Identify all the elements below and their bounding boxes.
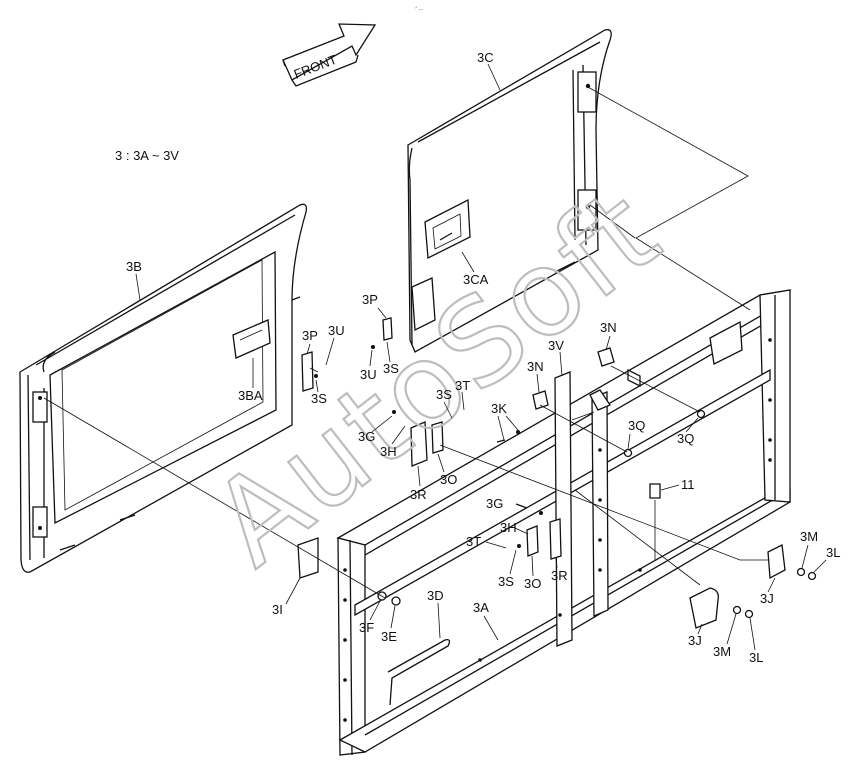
- bracket-3J-lower: [689, 587, 719, 629]
- hinge-hardware: [301, 317, 562, 560]
- label-3F: 3F: [359, 620, 374, 635]
- label-3A: 3A: [473, 600, 489, 615]
- label-3S-upper: 3S: [383, 361, 399, 376]
- label-3M-upper: 3M: [800, 529, 818, 544]
- label-3Q-upper: 3Q: [677, 431, 694, 446]
- bracket-3J-upper: [767, 544, 786, 580]
- label-3G-lower: 3G: [486, 496, 503, 511]
- label-3R-upper: 3R: [410, 487, 427, 502]
- leader-lines: [43, 85, 769, 599]
- label-3D: 3D: [427, 588, 444, 603]
- front-arrow: FRONT: [282, 23, 377, 87]
- top-mark: ⸍ ...: [415, 6, 423, 12]
- label-3CA: 3CA: [463, 272, 489, 287]
- label-3S-mid: 3S: [436, 387, 452, 402]
- label-3H-upper: 3H: [380, 444, 397, 459]
- label-3M-lower: 3M: [713, 644, 731, 659]
- frame-3A: [336, 289, 791, 756]
- label-3K: 3K: [491, 401, 507, 416]
- washer-3M-lower: [732, 605, 742, 615]
- label-3B: 3B: [126, 259, 142, 274]
- label-3J-lower: 3J: [688, 633, 702, 648]
- label-3H-lower: 3H: [500, 520, 517, 535]
- nut-3Q-upper: [696, 409, 706, 419]
- label-11: 11: [681, 477, 695, 492]
- bumper-3N-lower: [532, 390, 549, 410]
- label-3L-upper: 3L: [826, 545, 840, 560]
- label-3U-right: 3U: [328, 323, 345, 338]
- nut-3L-lower: [744, 609, 754, 619]
- label-3S-lower: 3S: [498, 574, 514, 589]
- rod-3D: [387, 638, 451, 706]
- label-3P-upper: 3P: [362, 292, 378, 307]
- label-3T-upper: 3T: [455, 378, 470, 393]
- label-3R-lower: 3R: [551, 568, 568, 583]
- nut-3L-upper: [807, 571, 817, 581]
- bumper-3N-upper: [597, 347, 615, 367]
- frame-holes: [343, 338, 772, 722]
- label-3C: 3C: [477, 50, 494, 65]
- label-3N-lower: 3N: [527, 359, 544, 374]
- label-3P-lower: 3P: [302, 328, 318, 343]
- label-3N-upper: 3N: [600, 320, 617, 335]
- grommet-11: [649, 483, 661, 499]
- washer-3M-upper: [796, 567, 806, 577]
- label-3L-lower: 3L: [749, 650, 763, 665]
- bracket-3I: [297, 537, 319, 579]
- nut-3E: [391, 596, 401, 606]
- part-labels: 3C 3CA 3B 3BA 3P 3P 3U 3U 3S 3S 3S 3T 3G…: [126, 50, 840, 665]
- label-3J-upper: 3J: [760, 591, 774, 606]
- label-3O-upper: 3O: [440, 472, 457, 487]
- label-3I: 3I: [272, 602, 283, 617]
- label-3Q-lower: 3Q: [628, 418, 645, 433]
- label-3O-lower: 3O: [524, 576, 541, 591]
- label-3G-upper: 3G: [358, 429, 375, 444]
- label-3T-lower: 3T: [466, 534, 481, 549]
- label-3U-left: 3U: [360, 367, 377, 382]
- label-3BA: 3BA: [238, 388, 263, 403]
- label-3S-left: 3S: [311, 391, 327, 406]
- assembly-caption: 3 : 3A ~ 3V: [115, 148, 179, 163]
- label-3E: 3E: [381, 629, 397, 644]
- label-3V: 3V: [548, 338, 564, 353]
- panel-3B: [19, 203, 308, 573]
- panel-3C: [407, 29, 612, 353]
- nut-3Q-lower: [623, 448, 633, 458]
